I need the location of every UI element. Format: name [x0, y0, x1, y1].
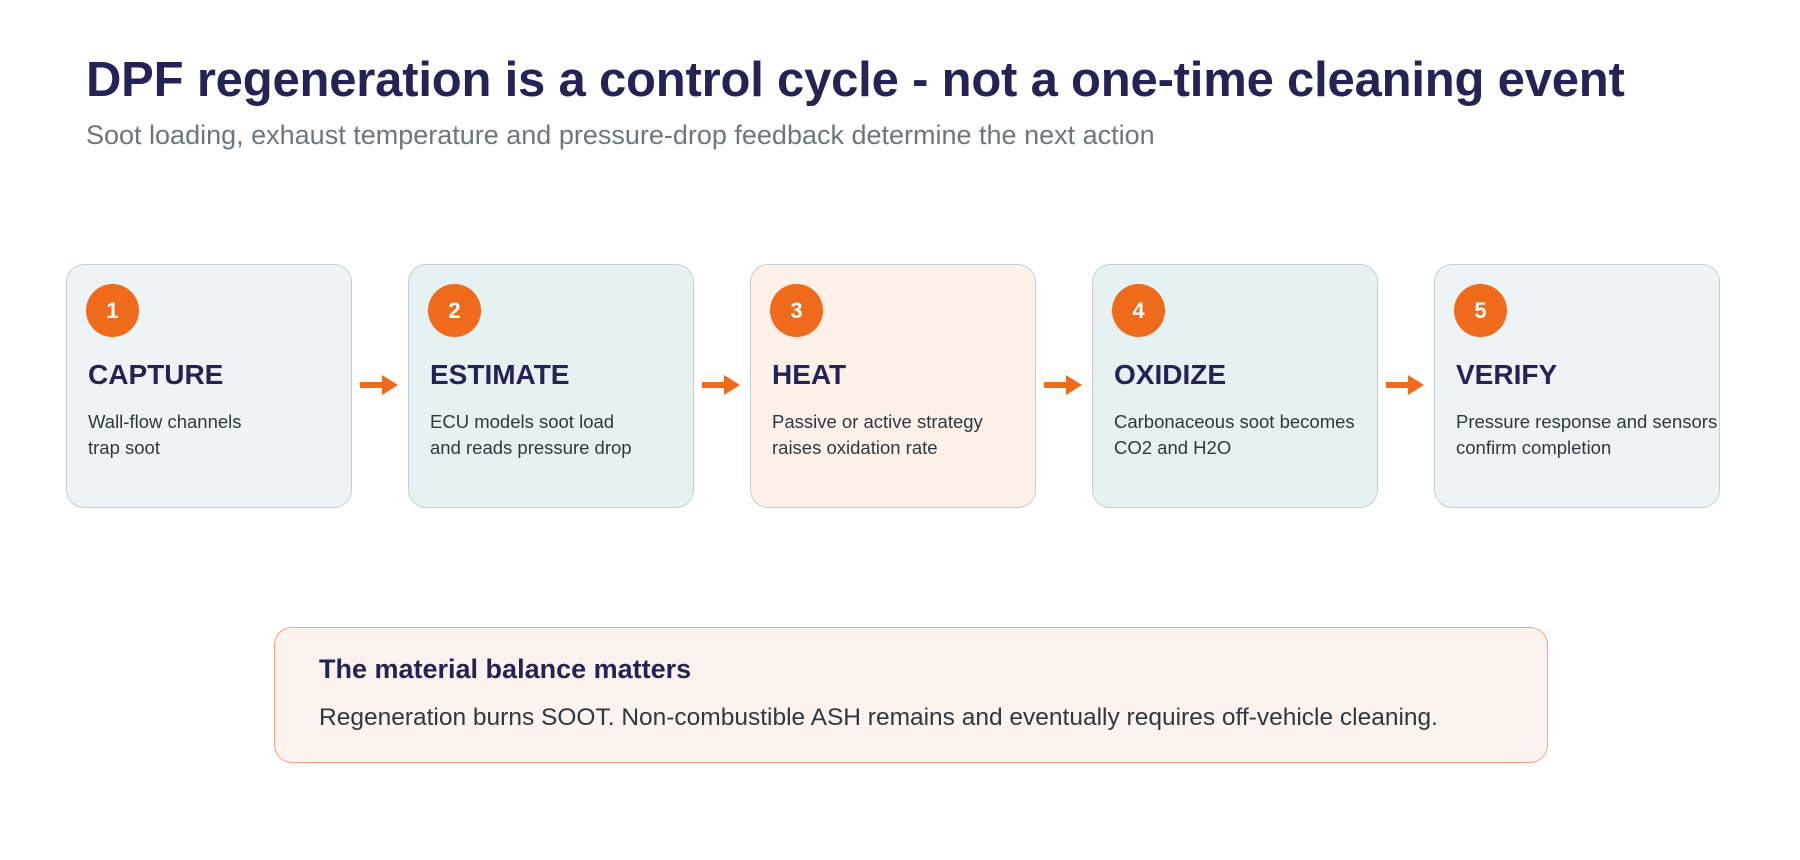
- step-description-line: trap soot: [88, 437, 160, 458]
- step-description: Pressure response and sensors confirm co…: [1456, 409, 1756, 461]
- step-number-badge: 2: [428, 284, 481, 337]
- page-subtitle: Soot loading, exhaust temperature and pr…: [86, 120, 1155, 150]
- step-card-capture: 1 CAPTURE Wall-flow channels trap soot: [66, 264, 352, 508]
- step-title: CAPTURE: [88, 359, 224, 390]
- step-title: HEAT: [772, 359, 847, 390]
- step-description: Carbonaceous soot becomes CO2 and H2O: [1114, 409, 1414, 461]
- step-card-estimate: 2 ESTIMATE ECU models soot load and read…: [408, 264, 694, 508]
- arrow-right-icon: [1386, 375, 1424, 395]
- step-description-line: CO2 and H2O: [1114, 437, 1232, 458]
- step-description: ECU models soot load and reads pressure …: [430, 409, 730, 461]
- step-description-line: Wall-flow channels: [88, 411, 242, 432]
- arrow-right-icon: [1044, 375, 1082, 395]
- step-card-verify: 5 VERIFY Pressure response and sensors c…: [1434, 264, 1720, 508]
- step-description: Wall-flow channels trap soot: [88, 409, 388, 461]
- step-number-badge: 4: [1112, 284, 1165, 337]
- step-description: Passive or active strategy raises oxidat…: [772, 409, 1072, 461]
- step-number-badge: 3: [770, 284, 823, 337]
- step-description-line: Passive or active strategy: [772, 411, 983, 432]
- material-balance-callout: The material balance matters Regeneratio…: [274, 627, 1548, 763]
- step-card-oxidize: 4 OXIDIZE Carbonaceous soot becomes CO2 …: [1092, 264, 1378, 508]
- step-description-line: raises oxidation rate: [772, 437, 938, 458]
- step-description-line: confirm completion: [1456, 437, 1612, 458]
- step-number-badge: 5: [1454, 284, 1507, 337]
- callout-body: Regeneration burns SOOT. Non-combustible…: [319, 704, 1438, 731]
- step-description-line: Carbonaceous soot becomes: [1114, 411, 1355, 432]
- step-number-badge: 1: [86, 284, 139, 337]
- arrow-right-icon: [702, 375, 740, 395]
- step-title: VERIFY: [1456, 359, 1558, 390]
- arrow-right-icon: [360, 375, 398, 395]
- step-description-line: ECU models soot load: [430, 411, 615, 432]
- step-title: OXIDIZE: [1114, 359, 1227, 390]
- step-description-line: Pressure response and sensors: [1456, 411, 1718, 432]
- step-description-line: and reads pressure drop: [430, 437, 632, 458]
- callout-title: The material balance matters: [319, 654, 692, 684]
- step-title: ESTIMATE: [430, 359, 570, 390]
- page-title: DPF regeneration is a control cycle - no…: [86, 53, 1625, 107]
- step-card-heat: 3 HEAT Passive or active strategy raises…: [750, 264, 1036, 508]
